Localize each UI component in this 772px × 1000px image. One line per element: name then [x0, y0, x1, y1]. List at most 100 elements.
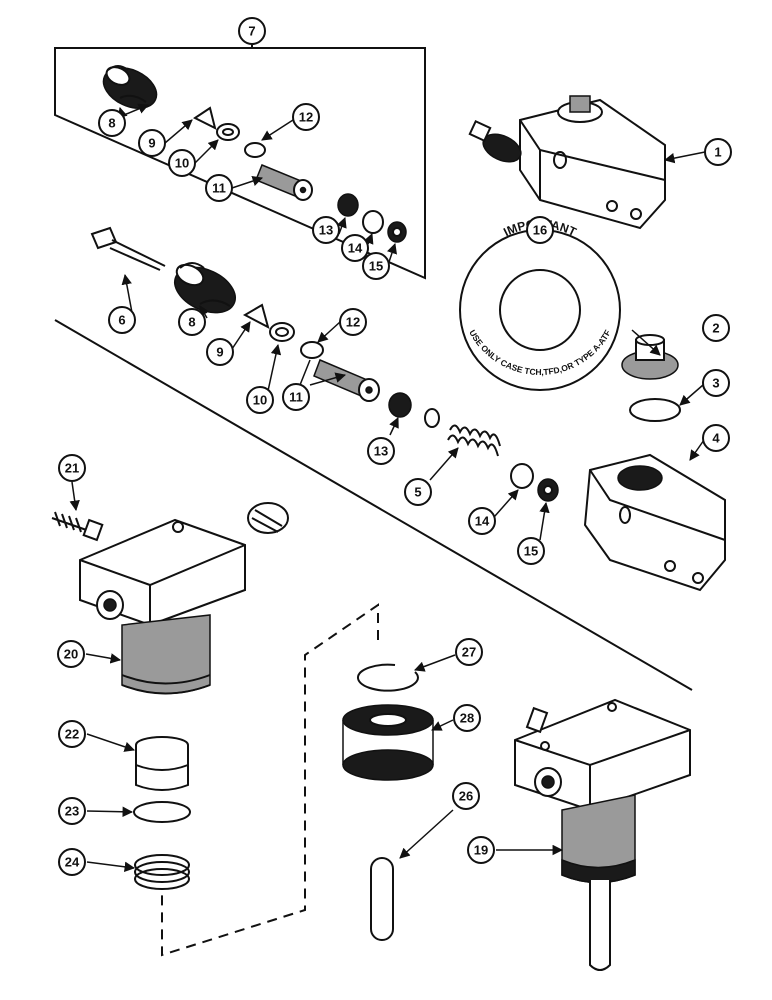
svg-text:28: 28	[460, 711, 474, 726]
primary-cup	[388, 392, 412, 418]
kit-inset-outline	[54, 47, 426, 280]
kit-boot	[102, 65, 158, 109]
svg-text:15: 15	[524, 544, 538, 559]
callout-8-kit: 8	[98, 109, 126, 137]
kit-clip	[193, 106, 217, 130]
washer	[269, 322, 295, 342]
callout-24: 24	[58, 848, 86, 876]
kit-cup	[337, 193, 359, 217]
master-cylinder-assembly	[468, 95, 666, 230]
callout-26: 26	[452, 782, 480, 810]
piston-cup	[342, 704, 434, 781]
callout-5: 5	[404, 478, 432, 506]
callout-14: 14	[468, 507, 496, 535]
callout-14-kit: 14	[341, 234, 369, 262]
svg-text:9: 9	[148, 136, 155, 151]
svg-text:23: 23	[65, 804, 79, 819]
svg-text:4: 4	[712, 431, 720, 446]
o-ring	[300, 341, 324, 359]
callout-9: 9	[206, 338, 234, 366]
svg-text:16: 16	[533, 223, 547, 238]
callout-13-kit: 13	[312, 216, 340, 244]
svg-text:10: 10	[253, 393, 267, 408]
callout-1: 1	[704, 138, 732, 166]
callout-27: 27	[455, 638, 483, 666]
filler-cap	[621, 334, 679, 380]
svg-text:5: 5	[414, 485, 421, 500]
kit-seal-hole	[392, 227, 402, 237]
callout-9-kit: 9	[138, 129, 166, 157]
svg-text:22: 22	[65, 727, 79, 742]
svg-text:8: 8	[188, 315, 195, 330]
svg-text:11: 11	[289, 390, 303, 405]
bleeder-screw	[51, 511, 104, 542]
spring-and-retainer	[424, 408, 501, 457]
callout-19: 19	[467, 836, 495, 864]
washer-hole	[275, 327, 289, 337]
svg-text:2: 2	[712, 321, 719, 336]
svg-text:13: 13	[374, 444, 388, 459]
plunger	[135, 736, 189, 791]
callout-22: 22	[58, 720, 86, 748]
svg-text:15: 15	[369, 259, 383, 274]
svg-text:6: 6	[118, 313, 125, 328]
svg-text:20: 20	[64, 647, 78, 662]
callout-12-kit: 12	[292, 103, 320, 131]
push-rod	[90, 226, 166, 271]
kit-piston	[255, 164, 313, 201]
svg-text:8: 8	[108, 116, 115, 131]
callout-15: 15	[517, 537, 545, 565]
svg-text:12: 12	[346, 315, 360, 330]
svg-text:19: 19	[474, 843, 488, 858]
svg-text:24: 24	[65, 855, 80, 870]
svg-text:10: 10	[175, 156, 189, 171]
callout-7: 7	[238, 17, 266, 45]
right-cylinder	[514, 698, 691, 971]
callout-28: 28	[453, 704, 481, 732]
svg-text:14: 14	[348, 241, 363, 256]
svg-text:27: 27	[462, 645, 476, 660]
callout-4: 4	[702, 424, 730, 452]
lower-cylinder	[79, 502, 289, 695]
callout-10-kit: 10	[168, 149, 196, 177]
callout-23: 23	[58, 797, 86, 825]
callout-11: 11	[282, 383, 310, 411]
callout-16: 16	[526, 216, 554, 244]
lower-spring	[134, 854, 190, 890]
svg-text:11: 11	[212, 181, 226, 196]
separator-line	[54, 319, 693, 691]
callout-3: 3	[702, 369, 730, 397]
svg-text:12: 12	[299, 110, 313, 125]
callout-21: 21	[58, 454, 86, 482]
svg-text:9: 9	[216, 345, 223, 360]
callout-13: 13	[367, 437, 395, 465]
boot	[174, 262, 236, 314]
kit-washer	[216, 123, 240, 141]
reservoir-body	[583, 453, 726, 592]
svg-text:14: 14	[475, 514, 490, 529]
pin	[370, 857, 394, 941]
kit-washer-hole	[222, 128, 234, 136]
callout-20: 20	[57, 640, 85, 668]
callout-10: 10	[246, 386, 274, 414]
svg-text:7: 7	[248, 24, 255, 39]
svg-text:21: 21	[65, 461, 79, 476]
clip	[242, 303, 270, 329]
callout-11-kit: 11	[205, 174, 233, 202]
callout-8: 8	[178, 308, 206, 336]
kit-retainer	[362, 210, 384, 234]
cap-gasket	[629, 398, 681, 422]
kit-o-ring	[244, 142, 266, 158]
check-valve	[510, 463, 534, 489]
svg-text:1: 1	[714, 145, 721, 160]
snap-ring	[356, 663, 419, 692]
callout-15-kit: 15	[362, 252, 390, 280]
svg-text:13: 13	[319, 223, 333, 238]
seal-hole	[543, 485, 553, 495]
lower-o-ring	[133, 801, 191, 823]
svg-text:3: 3	[712, 376, 719, 391]
svg-text:26: 26	[459, 789, 473, 804]
callout-6: 6	[108, 306, 136, 334]
callout-2: 2	[702, 314, 730, 342]
